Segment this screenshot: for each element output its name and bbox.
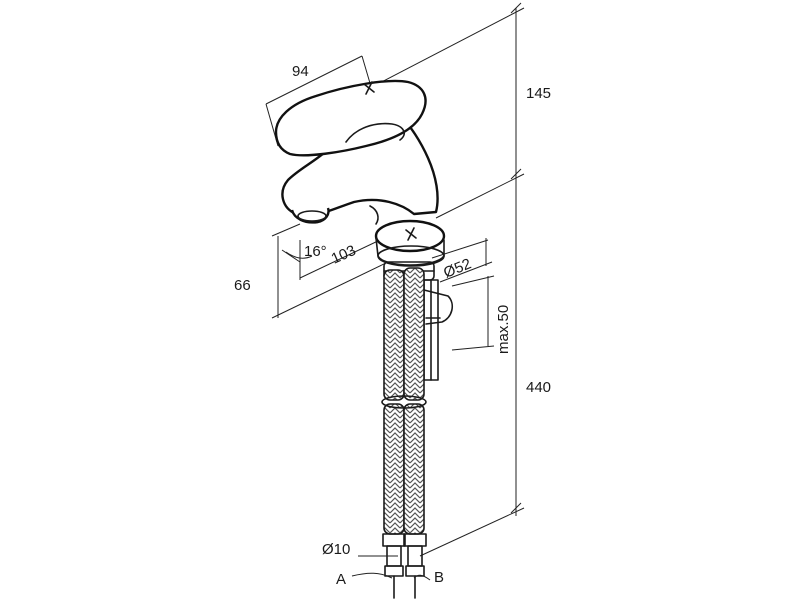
faucet-body (274, 79, 446, 267)
hose-left (383, 269, 405, 535)
dim-hose-diameter: Ø10 (322, 541, 350, 558)
hose-break (381, 395, 427, 409)
dimension-lines (265, 2, 525, 557)
dim-lever-width: 94 (292, 63, 309, 80)
hose-fittings (351, 533, 431, 599)
dimension-labels: 94 145 440 66 16° 103 Ø52 max.50 Ø10 A B (234, 63, 551, 588)
dim-spout-angle: 16° (304, 243, 327, 260)
dim-lever-height: 145 (526, 85, 551, 102)
dim-total-length: 440 (526, 379, 551, 396)
dim-base-diameter: Ø52 (441, 255, 474, 281)
dim-spout-height: 66 (234, 277, 251, 294)
connection-label-b: B (434, 569, 444, 586)
dim-max-thickness: max.50 (495, 305, 512, 354)
hose-right (403, 267, 425, 535)
dim-spout-reach: 103 (329, 242, 359, 268)
connection-label-a: A (336, 571, 346, 588)
